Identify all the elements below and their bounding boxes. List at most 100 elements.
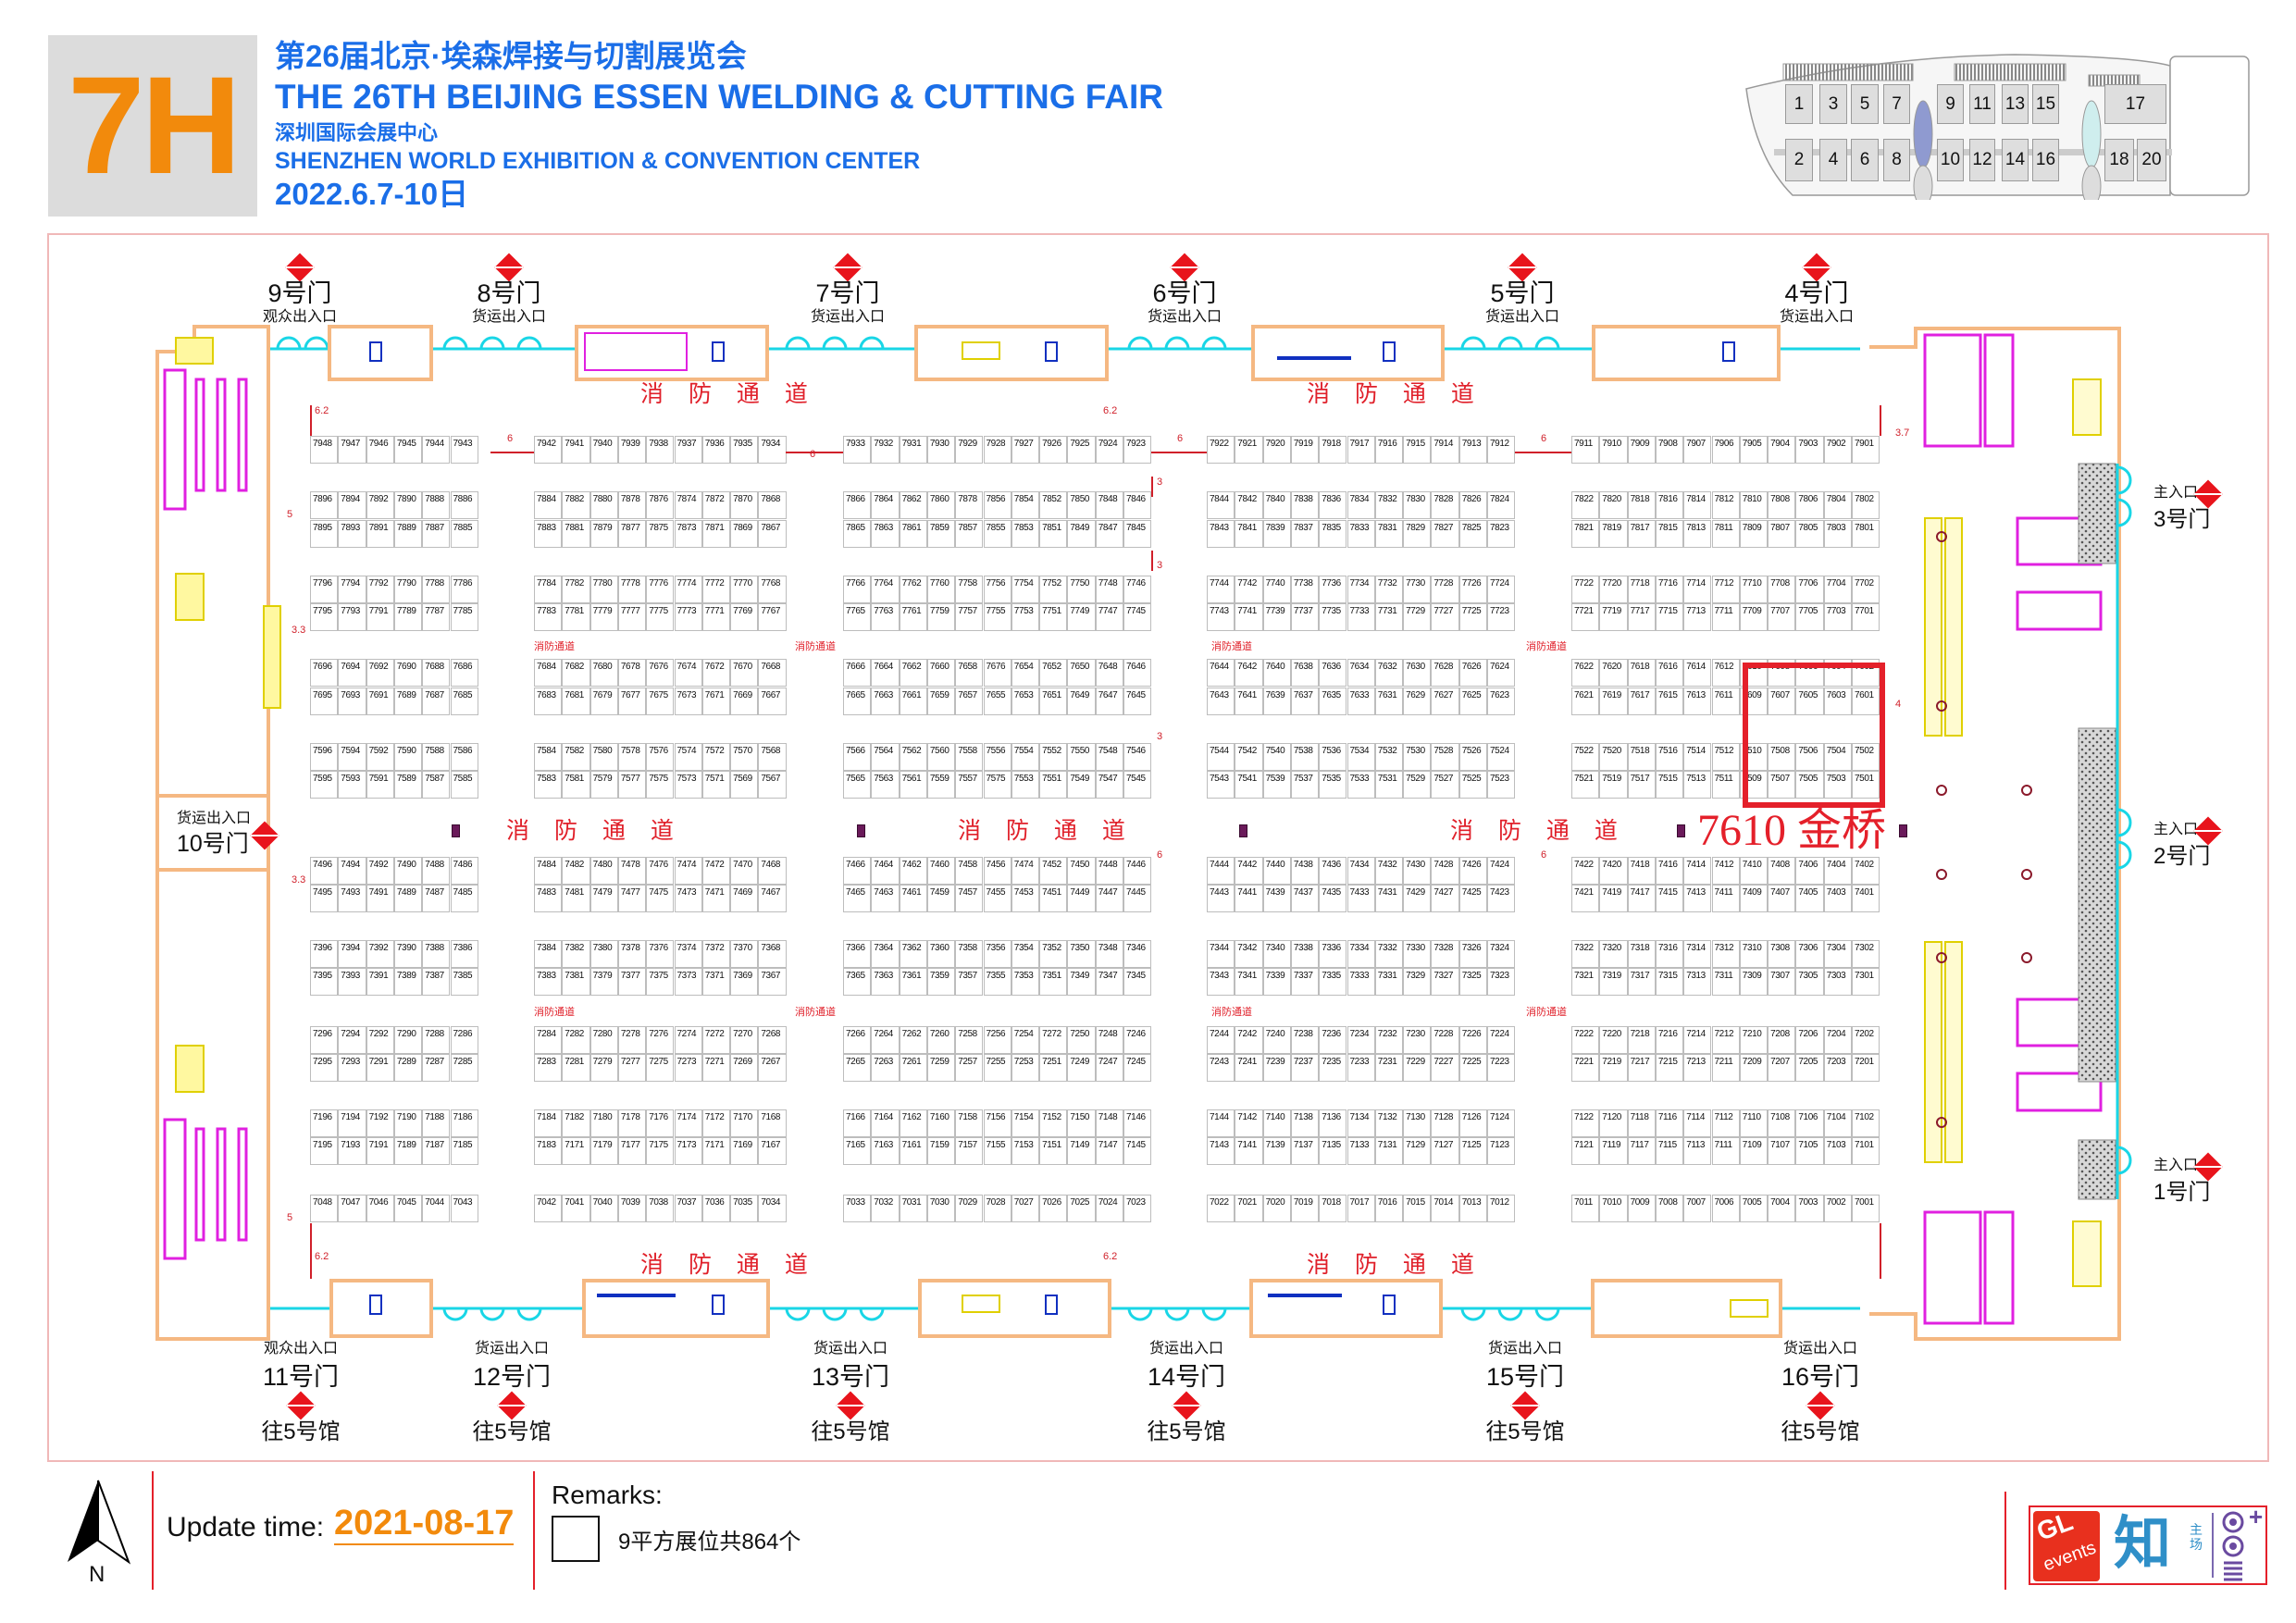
gate-label[interactable]: 16号门 xyxy=(1781,1363,1860,1391)
booth[interactable]: 7804 xyxy=(1823,491,1852,519)
gate-label[interactable]: 7号门 xyxy=(815,279,880,307)
booth[interactable]: 7637 xyxy=(1290,688,1320,715)
booth[interactable]: 7728 xyxy=(1431,576,1459,603)
booth[interactable]: 7309 xyxy=(1739,968,1769,996)
booth[interactable]: 7427 xyxy=(1431,885,1459,912)
booth[interactable]: 7518 xyxy=(1627,743,1656,771)
booth[interactable]: 7380 xyxy=(590,940,618,968)
gate-label[interactable]: 5号门 xyxy=(1490,279,1555,307)
booth[interactable]: 7412 xyxy=(1711,857,1740,885)
booth[interactable]: 7818 xyxy=(1627,491,1656,519)
booth[interactable]: 7619 xyxy=(1599,688,1628,715)
booth[interactable]: 7773 xyxy=(674,603,702,631)
booth[interactable]: 7259 xyxy=(926,1054,956,1082)
booth[interactable]: 7048 xyxy=(310,1195,339,1222)
booth[interactable]: 7789 xyxy=(393,603,423,631)
booth[interactable]: 7859 xyxy=(926,520,956,548)
booth[interactable]: 7112 xyxy=(1711,1109,1740,1137)
booth[interactable]: 7216 xyxy=(1655,1026,1684,1054)
booth[interactable]: 7194 xyxy=(338,1109,366,1137)
booth[interactable]: 7004 xyxy=(1768,1195,1796,1222)
booth[interactable]: 7786 xyxy=(450,576,478,603)
booth[interactable]: 7342 xyxy=(1235,940,1263,968)
booth[interactable]: 7322 xyxy=(1571,940,1600,968)
booth[interactable]: 7722 xyxy=(1571,576,1600,603)
booth[interactable]: 7770 xyxy=(730,576,759,603)
booth[interactable]: 7286 xyxy=(450,1026,478,1054)
booth[interactable]: 7395 xyxy=(310,968,339,996)
booth[interactable]: 7760 xyxy=(926,576,956,603)
booth[interactable]: 7407 xyxy=(1768,885,1796,912)
booth[interactable]: 7676 xyxy=(983,659,1011,687)
booth[interactable]: 7315 xyxy=(1655,968,1684,996)
booth[interactable]: 7546 xyxy=(1123,743,1152,771)
booth[interactable]: 7323 xyxy=(1487,968,1516,996)
booth[interactable]: 7133 xyxy=(1347,1137,1375,1165)
booth[interactable]: 7654 xyxy=(1011,659,1040,687)
booth[interactable]: 7173 xyxy=(674,1137,702,1165)
booth[interactable]: 7931 xyxy=(899,436,927,464)
booth[interactable]: 7426 xyxy=(1458,857,1487,885)
booth[interactable]: 7763 xyxy=(871,603,900,631)
booth[interactable]: 7325 xyxy=(1458,968,1487,996)
booth[interactable]: 7664 xyxy=(871,659,900,687)
booth[interactable]: 7264 xyxy=(871,1026,900,1054)
booth[interactable]: 7236 xyxy=(1319,1026,1347,1054)
booth[interactable]: 7575 xyxy=(646,771,675,799)
booth[interactable]: 7802 xyxy=(1852,491,1880,519)
booth[interactable]: 7934 xyxy=(758,436,787,464)
booth[interactable]: 7278 xyxy=(617,1026,647,1054)
booth[interactable]: 7230 xyxy=(1403,1026,1432,1054)
booth[interactable]: 7771 xyxy=(701,603,731,631)
booth[interactable]: 7468 xyxy=(758,857,787,885)
booth[interactable]: 7452 xyxy=(1039,857,1068,885)
booth[interactable]: 7146 xyxy=(1123,1109,1152,1137)
booth[interactable]: 7238 xyxy=(1290,1026,1320,1054)
booth[interactable]: 7768 xyxy=(758,576,787,603)
booth[interactable]: 7410 xyxy=(1739,857,1769,885)
booth[interactable]: 7872 xyxy=(701,491,731,519)
booth[interactable]: 7268 xyxy=(758,1026,787,1054)
booth[interactable]: 7225 xyxy=(1458,1054,1487,1082)
booth[interactable]: 7292 xyxy=(366,1026,394,1054)
booth[interactable]: 7909 xyxy=(1627,436,1656,464)
booth[interactable]: 7684 xyxy=(534,659,563,687)
booth[interactable]: 7511 xyxy=(1711,771,1740,799)
booth[interactable]: 7867 xyxy=(758,520,787,548)
booth[interactable]: 7244 xyxy=(1207,1026,1235,1054)
booth[interactable]: 7435 xyxy=(1319,885,1347,912)
booth[interactable]: 7547 xyxy=(1095,771,1123,799)
booth[interactable]: 7489 xyxy=(393,885,423,912)
booth[interactable]: 7114 xyxy=(1683,1109,1712,1137)
booth[interactable]: 7139 xyxy=(1262,1137,1291,1165)
booth[interactable]: 7233 xyxy=(1347,1054,1375,1082)
booth[interactable]: 7024 xyxy=(1095,1195,1123,1222)
booth[interactable]: 7350 xyxy=(1067,940,1096,968)
booth[interactable]: 7878 xyxy=(955,491,984,519)
booth[interactable]: 7302 xyxy=(1852,940,1880,968)
booth[interactable]: 7184 xyxy=(534,1109,563,1137)
booth[interactable]: 7121 xyxy=(1571,1137,1600,1165)
booth[interactable]: 7008 xyxy=(1655,1195,1684,1222)
booth[interactable]: 7488 xyxy=(422,857,451,885)
booth[interactable]: 7811 xyxy=(1711,520,1740,548)
booth[interactable]: 7293 xyxy=(338,1054,366,1082)
booth[interactable]: 7306 xyxy=(1795,940,1824,968)
booth[interactable]: 7851 xyxy=(1039,520,1068,548)
booth[interactable]: 7941 xyxy=(562,436,590,464)
booth[interactable]: 7746 xyxy=(1123,576,1152,603)
booth[interactable]: 7285 xyxy=(450,1054,478,1082)
booth[interactable]: 7312 xyxy=(1711,940,1740,968)
booth[interactable]: 7727 xyxy=(1431,603,1459,631)
booth[interactable]: 7129 xyxy=(1403,1137,1432,1165)
booth[interactable]: 7421 xyxy=(1571,885,1600,912)
booth[interactable]: 7025 xyxy=(1067,1195,1096,1222)
booth[interactable]: 7781 xyxy=(562,603,590,631)
booth[interactable]: 7944 xyxy=(422,436,451,464)
booth[interactable]: 7332 xyxy=(1374,940,1404,968)
booth[interactable]: 7893 xyxy=(338,520,366,548)
booth[interactable]: 7138 xyxy=(1290,1109,1320,1137)
booth[interactable]: 7148 xyxy=(1095,1109,1123,1137)
booth[interactable]: 7484 xyxy=(534,857,563,885)
booth[interactable]: 7253 xyxy=(1011,1054,1040,1082)
